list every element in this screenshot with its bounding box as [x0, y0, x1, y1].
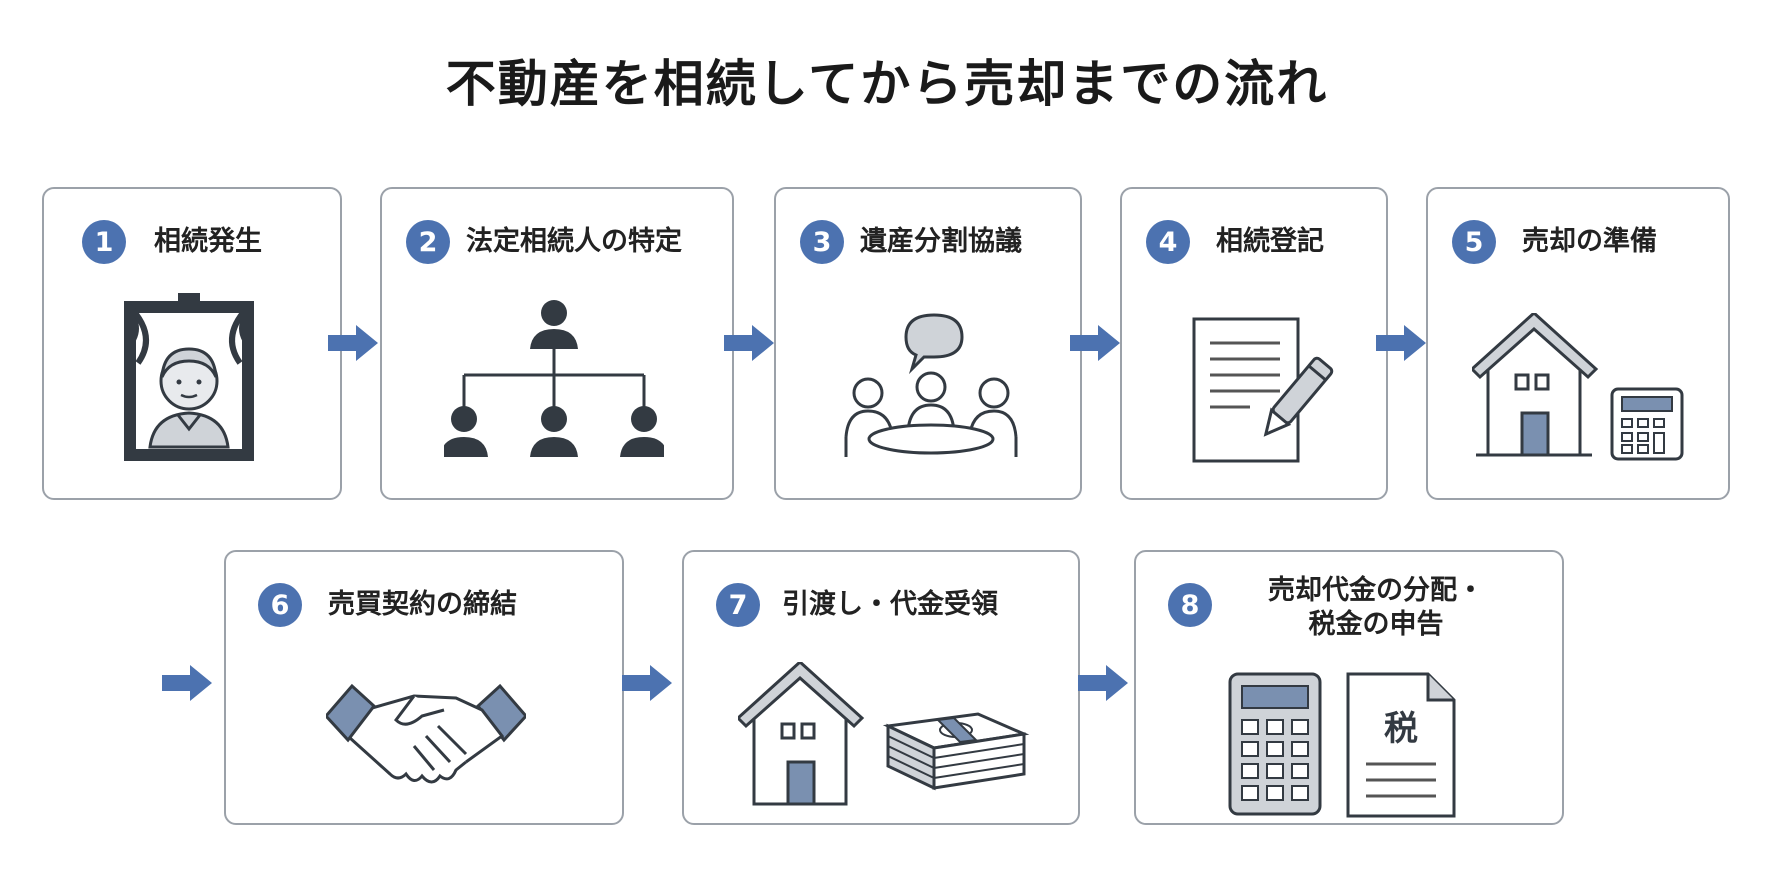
- page-title: 不動産を相続してから売却までの流れ: [445, 55, 1329, 113]
- step-card-8: 8 売却代金の分配・ 税金の申告 税: [1134, 550, 1564, 825]
- family-tree-icon: [444, 300, 664, 457]
- house-calculator-icon: [1472, 313, 1684, 461]
- step-card-1: 1 相続発生: [42, 187, 342, 500]
- step-card-4: 4 相続登記: [1120, 187, 1388, 500]
- flow-arrow: [622, 665, 672, 701]
- step-number-badge: 3: [800, 220, 844, 264]
- step-number-badge: 6: [258, 583, 302, 627]
- step-number-badge: 2: [406, 220, 450, 264]
- step-number-badge: 4: [1146, 220, 1190, 264]
- step-number-badge: 7: [716, 583, 760, 627]
- step-label: 遺産分割協議: [860, 226, 1022, 257]
- step-card-2: 2 法定相続人の特定: [380, 187, 734, 500]
- memorial-portrait-icon: [124, 293, 254, 461]
- step-label: 相続発生: [154, 226, 262, 257]
- step-number-badge: 8: [1168, 583, 1212, 627]
- step-number-badge: 1: [82, 220, 126, 264]
- step-card-6: 6 売買契約の締結: [224, 550, 624, 825]
- flow-arrow: [328, 325, 378, 361]
- meeting-discussion-icon: [844, 313, 1018, 457]
- document-pen-icon: [1192, 317, 1334, 463]
- cash-stack-icon: [882, 712, 1030, 791]
- step-label-line1: 売却代金の分配・: [1268, 575, 1484, 606]
- flow-arrow: [1070, 325, 1120, 361]
- step-label: 相続登記: [1216, 226, 1324, 257]
- step-label: 売却の準備: [1522, 226, 1657, 257]
- step-label: 法定相続人の特定: [466, 226, 682, 257]
- tax-label: 税: [1384, 709, 1418, 749]
- handshake-icon: [326, 683, 526, 784]
- step-label-line2: 税金の申告: [1308, 609, 1444, 640]
- step-card-3: 3 遺産分割協議: [774, 187, 1082, 500]
- tax-document-icon: 税: [1346, 672, 1456, 818]
- house-cash-icon: [738, 662, 1030, 806]
- flow-arrow: [1078, 665, 1128, 701]
- flow-arrow: [162, 665, 212, 701]
- step-card-5: 5 売却の準備: [1426, 187, 1730, 500]
- step-card-7: 7 引渡し・代金受領: [682, 550, 1080, 825]
- step-label: 引渡し・代金受領: [782, 589, 998, 620]
- calculator-icon: [1228, 672, 1322, 816]
- flow-arrow: [724, 325, 774, 361]
- step-label: 売買契約の締結: [328, 589, 517, 620]
- flow-arrow: [1376, 325, 1426, 361]
- step-number-badge: 5: [1452, 220, 1496, 264]
- calculator-tax-document-icon: 税: [1228, 672, 1456, 818]
